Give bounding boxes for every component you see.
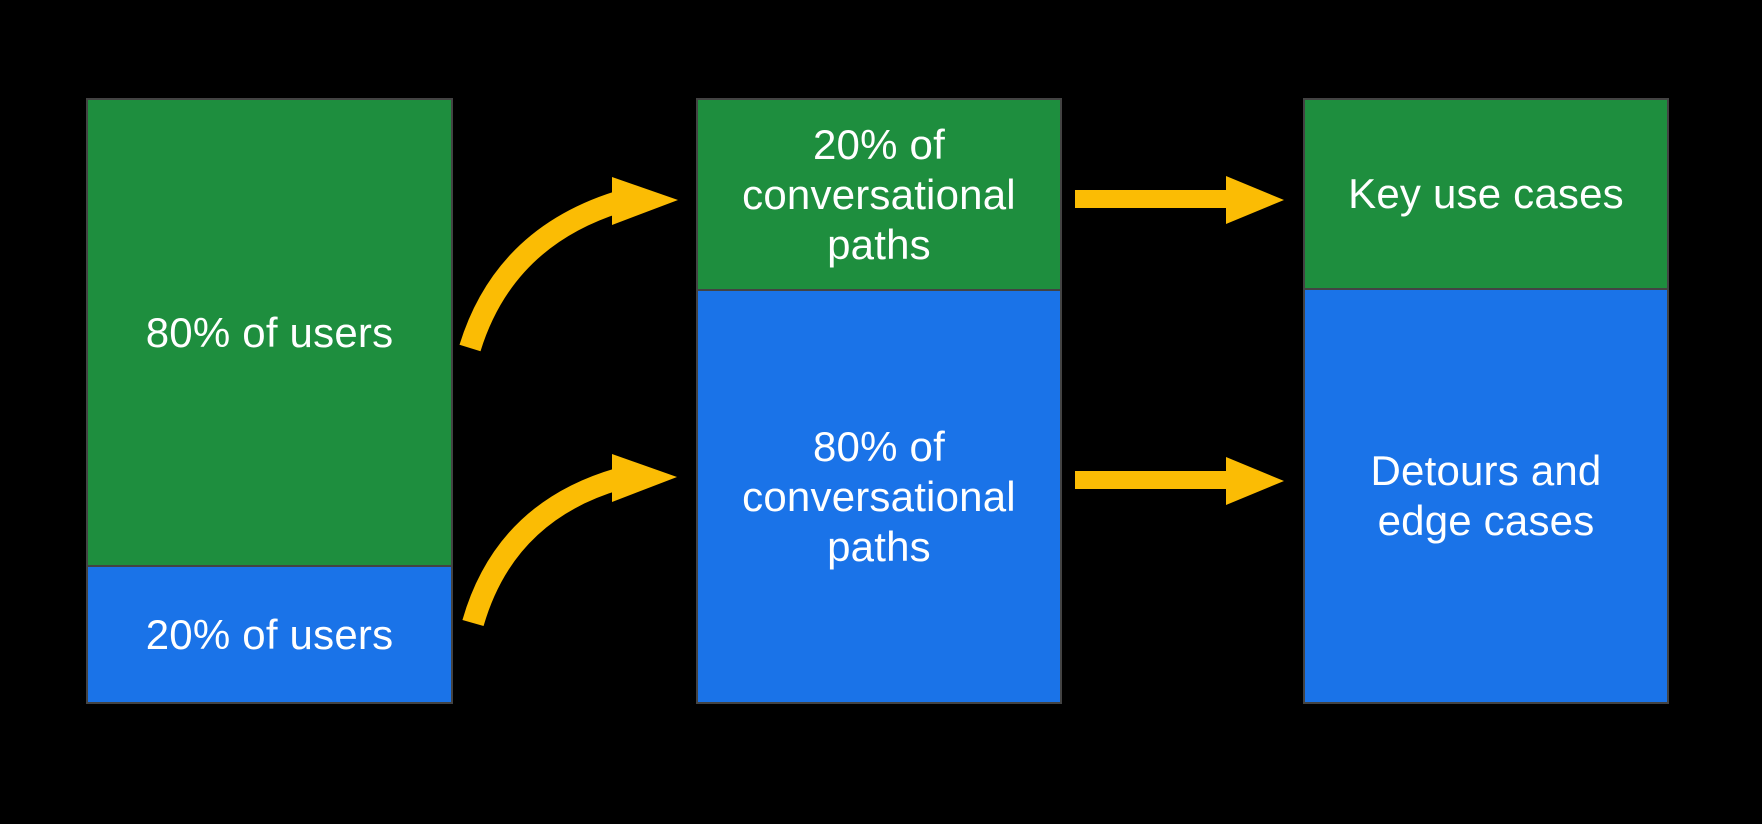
paths-edge-segment: 80% of conversational paths [696,289,1062,704]
users-minority-label: 20% of users [145,610,394,658]
users-majority-segment: 80% of users [86,98,453,567]
conversational-paths-bar: 20% of conversational paths 80% of conve… [696,98,1062,704]
paths-edge-label: 80% of conversational paths [742,422,1016,570]
straight-arrow-top [1075,176,1284,224]
users-majority-label: 80% of users [145,308,394,356]
detours-edge-cases-label: Detours and edge cases [1370,447,1602,544]
paths-key-label: 20% of conversational paths [742,120,1016,268]
key-use-cases-segment: Key use cases [1303,98,1669,290]
key-use-cases-label: Key use cases [1348,170,1624,217]
detours-edge-cases-segment: Detours and edge cases [1303,288,1669,704]
paths-key-segment: 20% of conversational paths [696,98,1062,291]
curved-arrow-bottom [462,454,677,627]
users-minority-segment: 20% of users [86,565,453,704]
straight-arrow-bottom [1075,457,1284,505]
users-bar: 80% of users 20% of users [86,98,453,704]
outcomes-bar: Key use cases Detours and edge cases [1303,98,1669,704]
curved-arrow-top [459,177,678,352]
